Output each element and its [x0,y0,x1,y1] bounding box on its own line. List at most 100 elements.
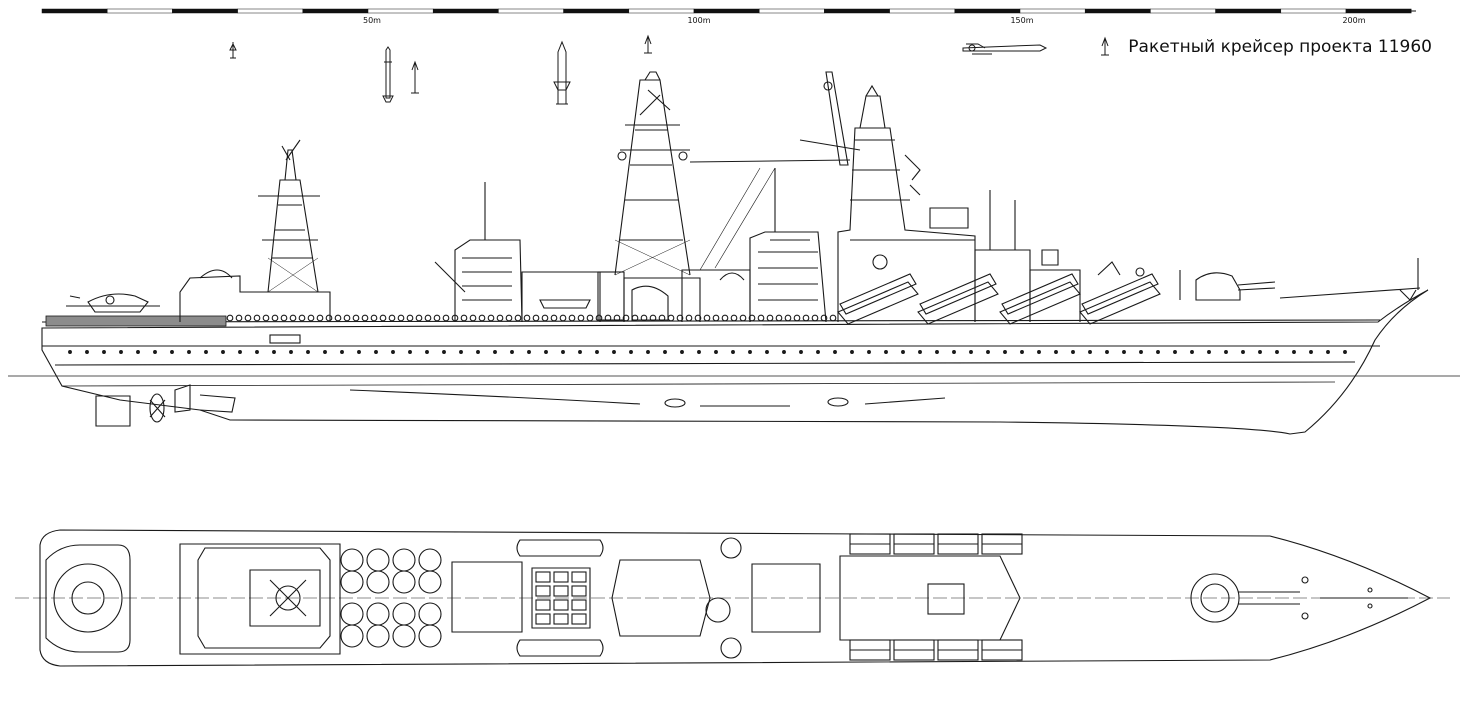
grid-cell [535,613,551,625]
deck-fitting [550,314,558,322]
deck-fitting [631,314,639,322]
boat-lower [516,639,604,657]
porthole [425,350,429,354]
scale-segment [237,8,304,14]
deck-fitting [595,314,603,322]
aft-tarp [45,315,227,327]
hull-outline [41,289,1429,435]
launcher-canister [1079,273,1161,325]
deck-fitting [433,314,441,322]
porthole [136,350,140,354]
porthole [680,350,684,354]
deck-fitting [487,314,495,322]
scale-segment [693,8,760,14]
porthole [646,350,650,354]
sam-cell [392,624,416,648]
deck-fitting [505,314,513,322]
deck-fitting [298,314,306,322]
boat-upper [516,539,604,557]
porthole [833,350,837,354]
cruise-missile-icon [962,43,1048,55]
porthole [170,350,174,354]
deck-fitting [757,314,765,322]
porthole [1020,350,1024,354]
deck-fitting [469,314,477,322]
sam-launch-cells [340,548,442,648]
deck-fitting [424,314,432,322]
deck-fitting [622,314,630,322]
sam-cell [366,548,390,572]
porthole [527,350,531,354]
forward-tower-base [839,555,1021,641]
midship-superstructure [434,182,523,323]
small-missile-icon-2 [1101,36,1109,56]
deck-fitting [568,314,576,322]
porthole [782,350,786,354]
large-missile-icon [553,40,571,105]
scale-bar: 50m 100m 150m 200m [41,8,1416,25]
sam-cell [392,602,416,626]
sam-cell [366,602,390,626]
scale-segment [1280,8,1347,14]
aft-mast-base [275,585,301,611]
porthole [255,350,259,354]
aft-mast [258,139,320,293]
main-mast-base [611,559,711,637]
rigging [689,159,851,163]
deck-fitting [721,314,729,322]
porthole [85,350,89,354]
porthole [1224,350,1228,354]
deck-rail [226,314,837,322]
deck-fitting [577,314,585,322]
deck-fitting [406,314,414,322]
scale-segment [302,8,369,14]
porthole [748,350,752,354]
deck-fitting [712,314,720,322]
missile-icons [229,34,1109,105]
scale-segment [172,8,238,14]
porthole [1139,350,1143,354]
porthole [289,350,293,354]
porthole [1190,350,1194,354]
grid-cell [553,571,569,583]
porthole [714,350,718,354]
deck-fitting [325,314,333,322]
porthole [595,350,599,354]
porthole [901,350,905,354]
scale-segment [432,8,499,14]
porthole [238,350,242,354]
porthole [765,350,769,354]
deck-fitting [694,314,702,322]
porthole [408,350,412,354]
deck-fitting [793,314,801,322]
deck-fitting [307,314,315,322]
small-missile-icon [229,42,237,59]
porthole [323,350,327,354]
grid-cell [535,585,551,597]
porthole [1054,350,1058,354]
deck-fitting [334,314,342,322]
porthole [374,350,378,354]
boat-deck [521,271,625,322]
launcher-canister [999,273,1081,325]
grid-cell [553,599,569,611]
bilge-keel [349,389,641,405]
scale-segment [1019,8,1086,14]
porthole [1156,350,1160,354]
deck-fitting [226,314,234,322]
grid-cell [571,613,587,625]
deck-fitting [523,314,531,322]
side-profile-view [8,71,1460,435]
aft-superstructure [179,275,331,322]
deck-fitting [496,314,504,322]
deck-fitting [649,314,657,322]
porthole [1122,350,1126,354]
porthole [1207,350,1211,354]
aft-radome [199,269,233,279]
deck-fitting [316,314,324,322]
scale-segment [628,8,695,14]
short-missile-icon [411,60,419,94]
deck-fitting [667,314,675,322]
porthole [1003,350,1007,354]
deck-fitting [703,314,711,322]
